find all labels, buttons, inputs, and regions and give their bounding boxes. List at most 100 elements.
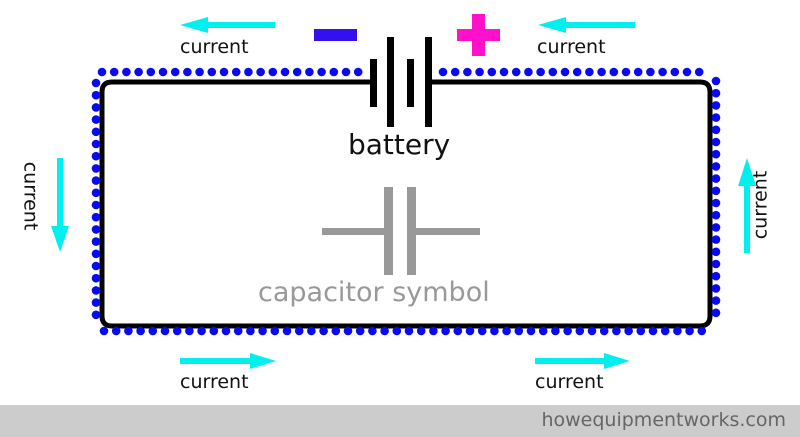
negative-terminal-icon (314, 29, 357, 41)
electron-dot (256, 67, 265, 77)
electron-dot (711, 174, 721, 183)
electron-dot (99, 326, 109, 336)
electron-dot (91, 103, 101, 112)
electron-dot (572, 67, 582, 77)
electron-dot (392, 326, 402, 336)
electron-dot (91, 115, 101, 124)
electron-dot (441, 326, 450, 336)
electron-dot (355, 326, 365, 336)
electron-dot (711, 137, 721, 147)
electron-dot (148, 326, 158, 336)
electron-dot (711, 125, 721, 135)
electron-dot (380, 326, 389, 336)
electron-dot (560, 67, 570, 77)
electron-dot (670, 67, 680, 77)
electron-dot (258, 326, 267, 336)
electron-dot (694, 67, 704, 77)
current-arrow-right (738, 158, 756, 253)
electron-dot (711, 101, 721, 110)
electron-dot (270, 326, 280, 336)
electron-dot (280, 67, 290, 77)
current-arrow-bottom-left (180, 353, 276, 369)
electron-dot (648, 326, 658, 336)
electron-dot (111, 326, 121, 336)
battery-plate-long (387, 37, 394, 127)
electron-dot (91, 237, 101, 246)
electron-dot (597, 67, 606, 77)
current-arrow-top-right (538, 17, 635, 33)
electron-dot (697, 326, 707, 336)
site-credit: howequipmentworks.com (541, 409, 786, 431)
electron-dot (319, 326, 328, 336)
electron-dot (621, 67, 631, 77)
electron-dot (487, 67, 497, 77)
electron-dot (91, 249, 101, 259)
electron-dot (711, 210, 721, 220)
electron-dot (711, 271, 721, 281)
electron-dot (711, 296, 721, 305)
current-arrow-left (51, 158, 69, 252)
electron-dot (711, 149, 721, 159)
current-arrow-top-left (180, 17, 275, 33)
electron-dot (673, 326, 682, 336)
electron-dot (633, 67, 643, 77)
battery-symbol (370, 37, 432, 127)
electron-dot (209, 326, 219, 336)
electron-dot (170, 67, 180, 77)
electron-dot (183, 67, 192, 77)
electron-dot (124, 326, 133, 336)
electron-dot (122, 67, 131, 77)
electron-dot (91, 310, 101, 320)
electron-dot (91, 261, 101, 271)
electron-dot (294, 326, 304, 336)
electron-dot (711, 186, 721, 196)
electron-dot (185, 326, 194, 336)
electron-dot (368, 326, 377, 336)
capacitor-symbol (322, 187, 480, 275)
electron-dot (548, 67, 558, 77)
electron-dot (682, 67, 692, 77)
electron-dot (450, 67, 460, 77)
electron-dot (463, 67, 472, 77)
electron-dot (91, 90, 101, 100)
electron-dot (636, 326, 646, 336)
electron-dot (292, 67, 302, 77)
electron-dot (109, 67, 119, 77)
electron-dot (711, 308, 721, 318)
electron-dot (91, 212, 101, 222)
electron-dot (711, 113, 721, 122)
battery-plate-short (370, 59, 377, 107)
positive-terminal-icon (457, 14, 500, 56)
electron-dot (711, 223, 721, 232)
electron-dot (575, 326, 585, 336)
current-label-top-right: current (537, 36, 606, 58)
current-label-top-left: current (180, 36, 249, 58)
electron-dot (136, 326, 145, 336)
electron-dot (711, 284, 721, 293)
electron-dot (172, 326, 182, 336)
electron-dot (511, 67, 521, 77)
current-label-right: current (749, 170, 772, 240)
current-label-left: current (19, 161, 42, 231)
electron-dot (711, 162, 721, 171)
battery-label: battery (348, 128, 451, 161)
battery-plate-long (425, 37, 432, 127)
electron-dot (660, 326, 670, 336)
electron-dot (160, 326, 170, 336)
electron-dot (195, 67, 204, 77)
electron-dot (244, 67, 253, 77)
electron-dot (438, 67, 448, 77)
electron-dot (711, 259, 721, 269)
current-arrow-bottom-right (535, 353, 630, 369)
electron-dot (429, 326, 438, 336)
electron-dot (317, 67, 326, 77)
electron-dot (465, 326, 475, 336)
electron-dot (475, 67, 484, 77)
electron-dot (246, 326, 255, 336)
electron-dot (711, 76, 721, 86)
electron-dots (91, 67, 721, 336)
electron-dot (585, 67, 594, 77)
electron-dot (219, 67, 229, 77)
electron-dot (91, 286, 101, 295)
